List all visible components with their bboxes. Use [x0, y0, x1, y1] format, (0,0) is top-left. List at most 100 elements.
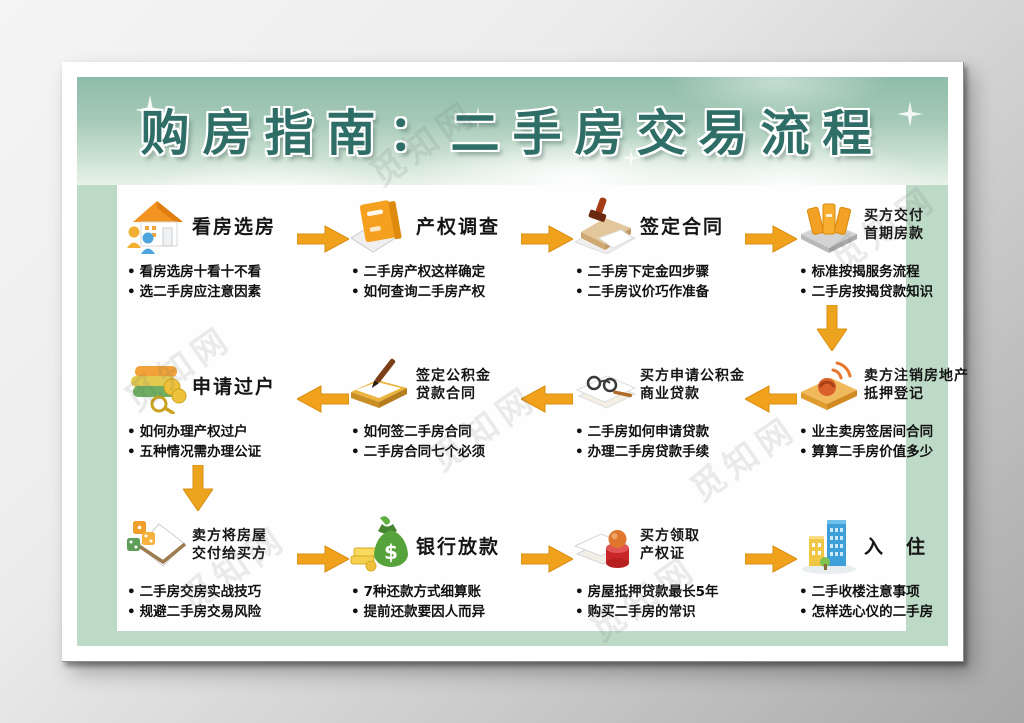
- bullet-dot-icon: •: [799, 264, 808, 280]
- step-title: 看房选房: [192, 212, 276, 239]
- step-title-line: 交付给买方: [192, 546, 267, 562]
- flow-arrow-right-icon: [297, 543, 349, 575]
- step-header: 入 住: [797, 513, 969, 577]
- step-bullets: •如何办理产权过户•五种情况需办理公证: [127, 422, 297, 463]
- step-bullet: •规避二手房交易风险: [127, 602, 297, 622]
- bullet-text: 办理二手房贷款手续: [587, 444, 710, 461]
- bullet-text: 购买二手房的常识: [587, 604, 696, 621]
- flow-arrow-right-icon: [745, 223, 797, 255]
- flow-arrow-down-icon: [182, 464, 214, 515]
- flowchart-panel: 看房选房•看房选房十看十不看•选二手房应注意因素 产权调查•二手房产权这样确定•…: [117, 185, 968, 631]
- step-bullet: •业主卖房签居间合同: [799, 422, 969, 442]
- step-title: 买方领取产权证: [640, 527, 700, 563]
- step-bullets: •业主卖房签居间合同•算算二手房价值多少: [799, 422, 969, 463]
- step-title: 卖方将房屋交付给买方: [192, 527, 267, 563]
- step-header: 买方交付首期房款: [797, 193, 969, 257]
- bullet-dot-icon: •: [127, 264, 136, 280]
- step-bullet: •二手房产权这样确定: [351, 262, 521, 282]
- step-title-line: 首期房款: [864, 226, 924, 242]
- bullet-dot-icon: •: [799, 284, 808, 301]
- step-title-line: 抵押登记: [864, 386, 924, 402]
- step-bullets: •二手房下定金四步骤•二手房议价巧作准备: [575, 262, 745, 303]
- step-bullet: •二手收楼注意事项: [799, 582, 969, 602]
- bullet-text: 二手房如何申请贷款: [587, 424, 710, 440]
- flow-arrow-right-icon: [521, 543, 573, 575]
- bullet-dot-icon: •: [127, 284, 136, 301]
- bullet-text: 五种情况需办理公证: [139, 444, 262, 461]
- step-cell-10: $ 银行放款 •7种还款方式细算账•提前还款要因人而异: [349, 513, 521, 623]
- flow-arrow-left-icon: [297, 383, 349, 415]
- bullet-text: 房屋抵押贷款最长5年: [587, 584, 719, 600]
- bullet-text: 二手收楼注意事项: [811, 584, 920, 600]
- step-header: 卖方注销房地产抵押登记: [797, 353, 969, 417]
- bullet-text: 如何办理产权过户: [139, 424, 248, 440]
- deregister-phone-icon: [797, 356, 861, 414]
- flow-row-3: 卖方将房屋交付给买方•二手房交房实战技巧•规避二手房交易风险 $ 银行放款•7种…: [117, 513, 933, 623]
- step-bullets: •7种还款方式细算账•提前还款要因人而异: [351, 582, 521, 623]
- bullet-text: 如何查询二手房产权: [363, 284, 486, 301]
- bullet-dot-icon: •: [127, 584, 136, 600]
- step-header: $ 银行放款: [349, 513, 521, 577]
- step-title: 卖方注销房地产抵押登记: [864, 367, 969, 403]
- bullet-text: 算算二手房价值多少: [811, 444, 934, 461]
- step-bullets: •如何签二手房合同•二手房合同七个必须: [351, 422, 521, 463]
- flow-row-2: 申请过户•如何办理产权过户•五种情况需办理公证 签定公积金贷款合同•如何签二手房…: [117, 353, 968, 463]
- step-bullet: •办理二手房贷款手续: [575, 442, 745, 462]
- step-header: 看房选房: [125, 193, 297, 257]
- step-title: 买方申请公积金商业贷款: [640, 367, 745, 403]
- bullet-text: 怎样选心仪的二手房: [811, 604, 934, 621]
- step-header: 买方申请公积金商业贷款: [573, 353, 745, 417]
- bullet-dot-icon: •: [575, 444, 584, 461]
- step-title-line: 入 住: [864, 535, 928, 558]
- house-people-icon: [125, 196, 189, 254]
- bullet-dot-icon: •: [351, 444, 360, 461]
- step-bullet: •如何查询二手房产权: [351, 282, 521, 302]
- bullet-text: 二手房按揭贷款知识: [811, 284, 934, 301]
- step-title-line: 看房选房: [192, 215, 277, 238]
- bullet-text: 二手房交房实战技巧: [139, 584, 262, 600]
- glasses-loan-icon: [573, 356, 637, 414]
- bullet-text: 如何签二手房合同: [363, 424, 472, 440]
- poster: 购房指南：二手房交易流程 看房选房•看房选房十看十不看•选二手房应注意因素 产权…: [62, 62, 968, 662]
- step-header: 签定合同: [573, 193, 745, 257]
- step-cell-1: 看房选房•看房选房十看十不看•选二手房应注意因素: [125, 193, 297, 303]
- contract-stamp-icon: [573, 196, 637, 254]
- step-bullet: •二手房如何申请贷款: [575, 422, 745, 442]
- step-bullet: •房屋抵押贷款最长5年: [575, 582, 745, 602]
- step-bullet: •二手房交房实战技巧: [127, 582, 297, 602]
- step-bullet: •选二手房应注意因素: [127, 282, 297, 302]
- bullet-text: 二手房下定金四步骤: [587, 264, 710, 280]
- handover-dice-icon: [125, 516, 189, 574]
- bullet-text: 二手房合同七个必须: [363, 444, 486, 461]
- bullet-text: 二手房产权这样确定: [363, 264, 486, 280]
- step-cell-6: 买方申请公积金商业贷款•二手房如何申请贷款•办理二手房贷款手续: [573, 353, 745, 463]
- bullet-text: 二手房议价巧作准备: [587, 284, 710, 301]
- step-bullets: •二手房交房实战技巧•规避二手房交易风险: [127, 582, 297, 623]
- flow-arrow-down-icon: [816, 304, 848, 355]
- flow-connector-1: [117, 303, 906, 353]
- step-title-line: 买方申请公积金: [640, 367, 745, 384]
- bullet-text: 选二手房应注意因素: [139, 284, 262, 301]
- bullet-dot-icon: •: [127, 604, 136, 621]
- step-bullet: •二手房议价巧作准备: [575, 282, 745, 302]
- step-cell-4: 买方交付首期房款•标准按揭服务流程•二手房按揭贷款知识: [797, 193, 969, 303]
- step-title-line: 申请过户: [192, 375, 277, 398]
- step-title: 签定合同: [640, 212, 724, 239]
- step-cell-8: 申请过户 •如何办理产权过户•五种情况需办理公证: [125, 353, 297, 463]
- flow-arrow-right-icon: [521, 223, 573, 255]
- bullet-dot-icon: •: [575, 424, 584, 440]
- step-bullet: •7种还款方式细算账: [351, 582, 521, 602]
- poster-green-frame: 购房指南：二手房交易流程 看房选房•看房选房十看十不看•选二手房应注意因素 产权…: [77, 77, 968, 646]
- step-title-line: 买方交付: [864, 207, 924, 224]
- bullet-dot-icon: •: [575, 584, 584, 600]
- step-bullet: •二手房合同七个必须: [351, 442, 521, 462]
- step-title: 产权调查: [416, 212, 500, 239]
- step-title-line: 商业贷款: [640, 386, 700, 402]
- step-header: 签定公积金贷款合同: [349, 353, 521, 417]
- flow-connector-2: [117, 463, 906, 513]
- step-title-line: 产权证: [640, 546, 685, 562]
- bullet-dot-icon: •: [799, 584, 808, 600]
- step-cell-9: 卖方将房屋交付给买方•二手房交房实战技巧•规避二手房交易风险: [125, 513, 297, 623]
- step-bullet: •看房选房十看十不看: [127, 262, 297, 282]
- bullet-dot-icon: •: [351, 424, 360, 440]
